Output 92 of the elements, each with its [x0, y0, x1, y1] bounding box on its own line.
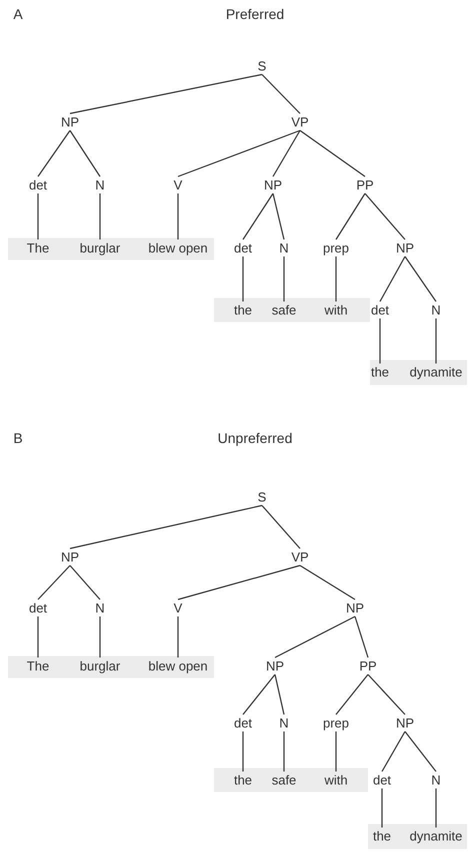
tree-branch: [242, 256, 244, 302]
tree-branch: [435, 788, 437, 828]
panel-title: Unpreferred: [218, 430, 292, 446]
tree-node-label: NP: [264, 658, 286, 674]
tree-branch: [354, 616, 369, 658]
tree-node-label: S: [256, 58, 268, 74]
tree-branch: [272, 193, 285, 240]
tree-branch: [177, 194, 179, 240]
tree-branch: [70, 130, 100, 177]
tree-branch: [177, 616, 179, 658]
tree-branch: [283, 732, 285, 772]
tree-branch: [242, 674, 276, 715]
tree-node-label: PP: [355, 178, 375, 192]
tree-branch: [274, 616, 356, 658]
tree-node-label: det: [232, 240, 254, 256]
tree-branch: [37, 194, 39, 240]
tree-branch: [368, 674, 406, 715]
tree-node-label: prep: [322, 716, 350, 730]
tree-branch: [379, 256, 406, 302]
tree-node-label: prep: [322, 240, 350, 256]
tree-branch: [70, 504, 262, 550]
tree-node-label: with: [323, 302, 349, 318]
tree-branch: [242, 193, 274, 240]
tree-branch: [379, 318, 381, 364]
tree-node-label: N: [278, 716, 290, 730]
tree-branch: [300, 130, 366, 177]
tree-node-label: safe: [270, 772, 298, 788]
tree-branch: [336, 674, 368, 715]
tree-node-label: the: [232, 302, 254, 318]
tree-branch: [99, 616, 101, 658]
tree-branch: [335, 256, 337, 302]
tree-node-label: N: [278, 240, 290, 256]
tree-node-label: N: [430, 772, 442, 788]
tree-node-label: burglar: [78, 658, 122, 674]
tree-node-label: PP: [358, 658, 378, 674]
tree-branch: [38, 130, 70, 177]
tree-branch: [262, 505, 300, 549]
tree-node-label: the: [372, 828, 392, 844]
tree-branch: [381, 788, 383, 828]
tree-branch: [404, 256, 436, 302]
tree-branch: [70, 74, 262, 114]
tree-node-label: VP: [290, 114, 310, 130]
tree-branch: [300, 565, 356, 600]
tree-node-label: det: [370, 302, 390, 318]
panel-letter: A: [13, 6, 23, 22]
tree-node-label: V: [172, 600, 184, 616]
tree-node-label: safe: [270, 302, 298, 318]
tree-branch: [283, 256, 285, 302]
panel-letter: B: [13, 430, 23, 446]
tree-branch: [274, 674, 285, 715]
tree-branch: [37, 616, 39, 658]
tree-node-label: V: [172, 178, 184, 192]
tree-branch: [335, 732, 337, 772]
tree-branch: [364, 193, 406, 240]
tree-node-label: The: [26, 658, 50, 674]
tree-branch: [262, 74, 300, 114]
tree-node-label: the: [370, 364, 390, 380]
tree-node-label: N: [94, 178, 106, 192]
tree-node-label: det: [28, 600, 48, 616]
tree-branch: [404, 731, 436, 772]
tree-branch: [70, 565, 100, 600]
tree-branch: [272, 130, 301, 177]
tree-branch: [178, 130, 300, 178]
tree-node-label: with: [323, 772, 349, 788]
tree-branch: [99, 194, 101, 240]
tree-node-label: dynamite: [408, 828, 464, 844]
tree-node-label: burglar: [78, 240, 122, 256]
tree-branch: [38, 565, 70, 600]
panel-title: Preferred: [226, 6, 284, 22]
tree-node-label: S: [256, 490, 268, 504]
tree-node-label: det: [28, 178, 48, 192]
tree-node-label: NP: [394, 716, 416, 730]
tree-node-label: blew open: [147, 658, 209, 674]
tree-node-label: blew open: [147, 240, 209, 256]
tree-node-label: det: [372, 772, 392, 788]
tree-node-label: NP: [262, 178, 284, 192]
tree-node-label: the: [232, 772, 254, 788]
tree-node-label: det: [232, 716, 254, 730]
tree-node-label: NP: [60, 550, 80, 564]
tree-node-label: NP: [344, 600, 366, 616]
tree-branch: [435, 318, 437, 364]
tree-node-label: N: [430, 302, 442, 318]
tree-node-label: NP: [60, 114, 80, 130]
tree-branch: [178, 564, 300, 600]
tree-node-label: dynamite: [408, 364, 464, 380]
tree-node-label: N: [94, 600, 106, 616]
tree-branch: [242, 732, 244, 772]
tree-branch: [381, 731, 406, 772]
tree-node-label: The: [26, 240, 50, 256]
tree-node-label: VP: [290, 550, 310, 564]
tree-node-label: NP: [394, 240, 416, 256]
tree-branch: [336, 193, 366, 240]
